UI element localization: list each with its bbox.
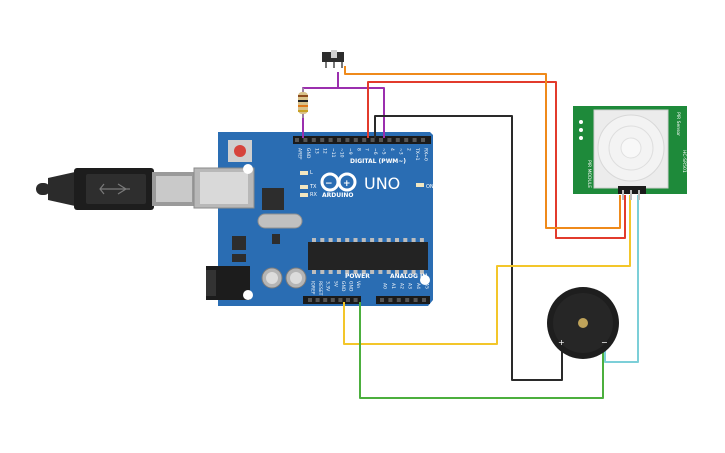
digital-pin-label: GND [305,148,311,159]
svg-text:−: − [325,179,333,189]
power-pin-label: 5V [332,281,338,288]
wire-orange [344,66,621,229]
analog-pin-label: A0 [382,283,388,289]
digital-pin-hole[interactable] [295,138,299,142]
wire-purple [302,72,339,138]
wires [302,66,639,399]
power-pin-hole[interactable] [346,298,350,302]
wire-black [374,115,563,381]
brand-label: ARDUINO [322,192,353,199]
wire-yellow [343,195,631,345]
analog-pin-label: A1 [390,283,396,289]
digital-header [293,136,431,144]
atmega-chip [308,242,428,270]
wire-purple-2 [338,87,385,138]
digital-pin-label: ~6 [372,148,378,155]
analog-pin-hole[interactable] [413,298,418,302]
digital-pin-label: 8 [355,148,361,151]
digital-pin-hole[interactable] [320,138,325,142]
power-pin-hole[interactable] [308,298,312,302]
led-tx-label: TX [309,184,317,190]
pir-label-bottom: PIR MODULE [586,160,592,188]
digital-pin-hole[interactable] [337,138,341,142]
wire-cyan [604,195,639,363]
digital-header-label: DIGITAL (PWM~) [350,158,406,165]
analog-pin-hole[interactable] [388,298,393,302]
power-pin-label: RESET [317,281,323,296]
digital-pin-hole[interactable] [395,138,400,142]
model-label: UNO [364,174,400,193]
power-pin-label: 3.3V [325,281,331,292]
chip-pins [312,238,424,274]
analog-pin-hole[interactable] [380,298,384,302]
digital-pin-hole[interactable] [370,138,375,142]
led-rx-label: RX [310,192,317,198]
digital-pin-label: TX→1 [414,147,420,161]
digital-pin-hole[interactable] [353,138,358,142]
digital-pin-label: ~5 [381,148,387,155]
analog-pin-label: A5 [424,283,430,289]
digital-pin-label: ~10 [339,148,345,158]
digital-pin-label: 13 [313,148,319,154]
slide-switch[interactable] [322,50,344,68]
pir-label-right: HC-SR501 [681,150,687,173]
digital-pin-label: 12 [322,148,328,154]
digital-pin-hole[interactable] [412,138,417,142]
digital-pin-hole[interactable] [404,138,409,142]
digital-pin-hole[interactable] [345,138,350,142]
usb-cable [36,168,196,210]
wire-red [367,81,626,239]
buzzer-minus-label: − [601,338,608,347]
digital-pin-label: ~3 [397,148,403,155]
analog-label: ANALOG IN [390,273,427,280]
piezo-buzzer: + − [547,287,619,359]
digital-pin-hole[interactable] [303,138,308,142]
resistor [298,88,308,118]
digital-pin-label: ~9 [347,148,353,155]
pir-label-left: PIR Sensor [675,112,681,136]
analog-pin-label: A3 [407,283,413,289]
digital-pin-label: 4 [389,148,395,151]
analog-pin-label: A4 [415,283,421,289]
svg-text:+: + [343,179,351,189]
buzzer-hole [578,318,588,328]
power-pin-label: IOREF [310,281,316,295]
reset-button[interactable] [234,145,246,157]
digital-pin-label: 2 [406,148,412,151]
analog-pin-hole[interactable] [405,298,410,302]
power-pin-hole[interactable] [353,298,358,302]
power-label: POWER [345,273,370,280]
wire-green [359,302,604,399]
power-pin-hole[interactable] [338,298,343,302]
digital-pin-label: AREF [297,148,303,160]
analog-header [376,296,430,304]
digital-pin-label: RX←0 [423,148,429,161]
digital-pin-label: ~11 [330,148,336,158]
power-pin-label: Vin [355,281,361,288]
digital-pin-label: 7 [364,148,370,151]
analog-pin-hole[interactable] [422,298,426,302]
analog-pin-label: A2 [398,283,404,289]
power-pin-label: GND [348,281,354,292]
led-l-label: L [310,170,313,176]
digital-pin-hole[interactable] [362,138,367,142]
digital-pin-hole[interactable] [421,138,425,142]
analog-pin-hole[interactable] [396,298,401,302]
digital-pin-hole[interactable] [328,138,333,142]
power-pin-hole[interactable] [323,298,328,302]
pir-sensor: PIR Sensor HC-SR501 PIR MODULE [573,106,687,200]
digital-pin-hole[interactable] [311,138,316,142]
power-pin-hole[interactable] [330,298,335,302]
buzzer-plus-label: + [558,338,565,347]
power-pin-hole[interactable] [315,298,320,302]
digital-pin-hole[interactable] [379,138,383,142]
arduino-logo-icon [320,172,357,192]
digital-pin-hole[interactable] [387,138,392,142]
on-label: ON [426,184,434,190]
power-pin-label: GND [340,281,346,292]
